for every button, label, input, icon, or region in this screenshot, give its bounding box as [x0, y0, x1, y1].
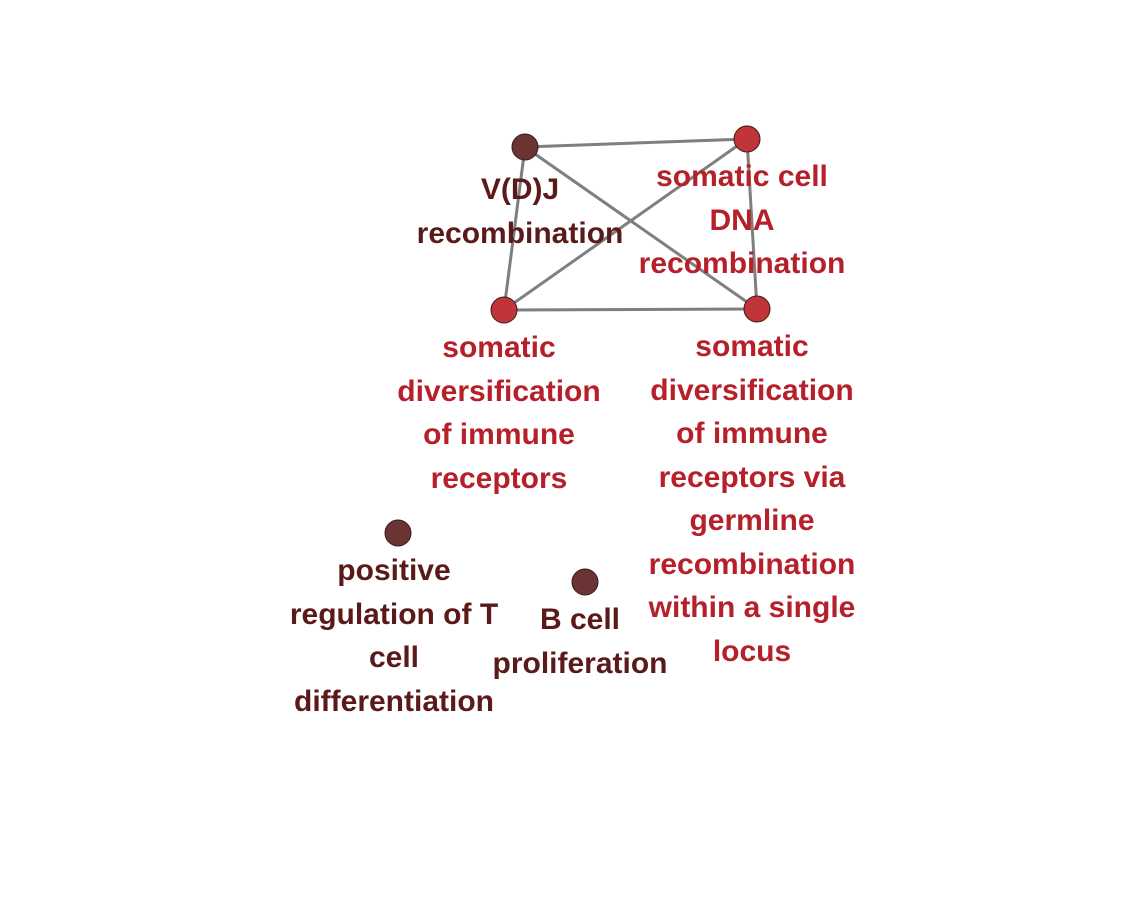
edge-vdj-sdir: [502, 146, 527, 311]
node-label-sdir: somatic diversification of immune receptors: [397, 326, 600, 500]
label-line: regulation of T: [289, 597, 499, 631]
label-line: differentiation: [293, 684, 494, 718]
node-label-bcp: B cell proliferation: [492, 598, 667, 685]
label-line: diversification: [397, 374, 601, 408]
label-line: of immune: [423, 418, 575, 451]
node-prtcd[interactable]: [384, 519, 412, 547]
node-sdir[interactable]: [490, 296, 518, 324]
edge-vdj-sdirg: [524, 145, 758, 311]
label-line: B cell: [539, 603, 621, 636]
label-line: receptors via: [658, 460, 846, 494]
label-line: of immune: [676, 417, 828, 450]
label-line: diversification: [650, 373, 854, 407]
label-line: positive: [337, 554, 451, 587]
label-line: receptors: [430, 461, 568, 495]
label-line: somatic: [442, 331, 556, 364]
edge-scdna-sdir: [503, 137, 748, 312]
label-line: germline: [689, 504, 815, 537]
label-line: recombination: [638, 247, 846, 280]
label-line: V(D)J: [480, 173, 560, 206]
node-bcp[interactable]: [571, 568, 599, 596]
edge-scdna-sdirg: [745, 138, 759, 310]
node-sdirg[interactable]: [743, 295, 771, 323]
node-vdj[interactable]: [511, 133, 539, 161]
label-line: somatic: [695, 330, 809, 363]
edge-vdj-scdna: [524, 137, 748, 149]
label-line: proliferation: [492, 646, 668, 680]
label-line: recombination: [648, 547, 856, 581]
label-line: cell: [368, 641, 420, 674]
node-label-prtcd: positive regulation of T cell differentiati…: [290, 549, 498, 723]
node-label-sdirg: somatic diversification of immune receptors…: [649, 325, 856, 673]
label-line: recombination: [416, 216, 624, 250]
node-label-vdj: V(D)J recombination: [417, 168, 624, 255]
node-scdna[interactable]: [733, 125, 761, 153]
label-line: within a single: [648, 591, 856, 624]
label-line: locus: [712, 634, 792, 668]
label-line: somatic cell: [656, 160, 828, 193]
label-line: DNA: [709, 203, 775, 237]
edge-sdir-sdirg: [503, 307, 758, 312]
